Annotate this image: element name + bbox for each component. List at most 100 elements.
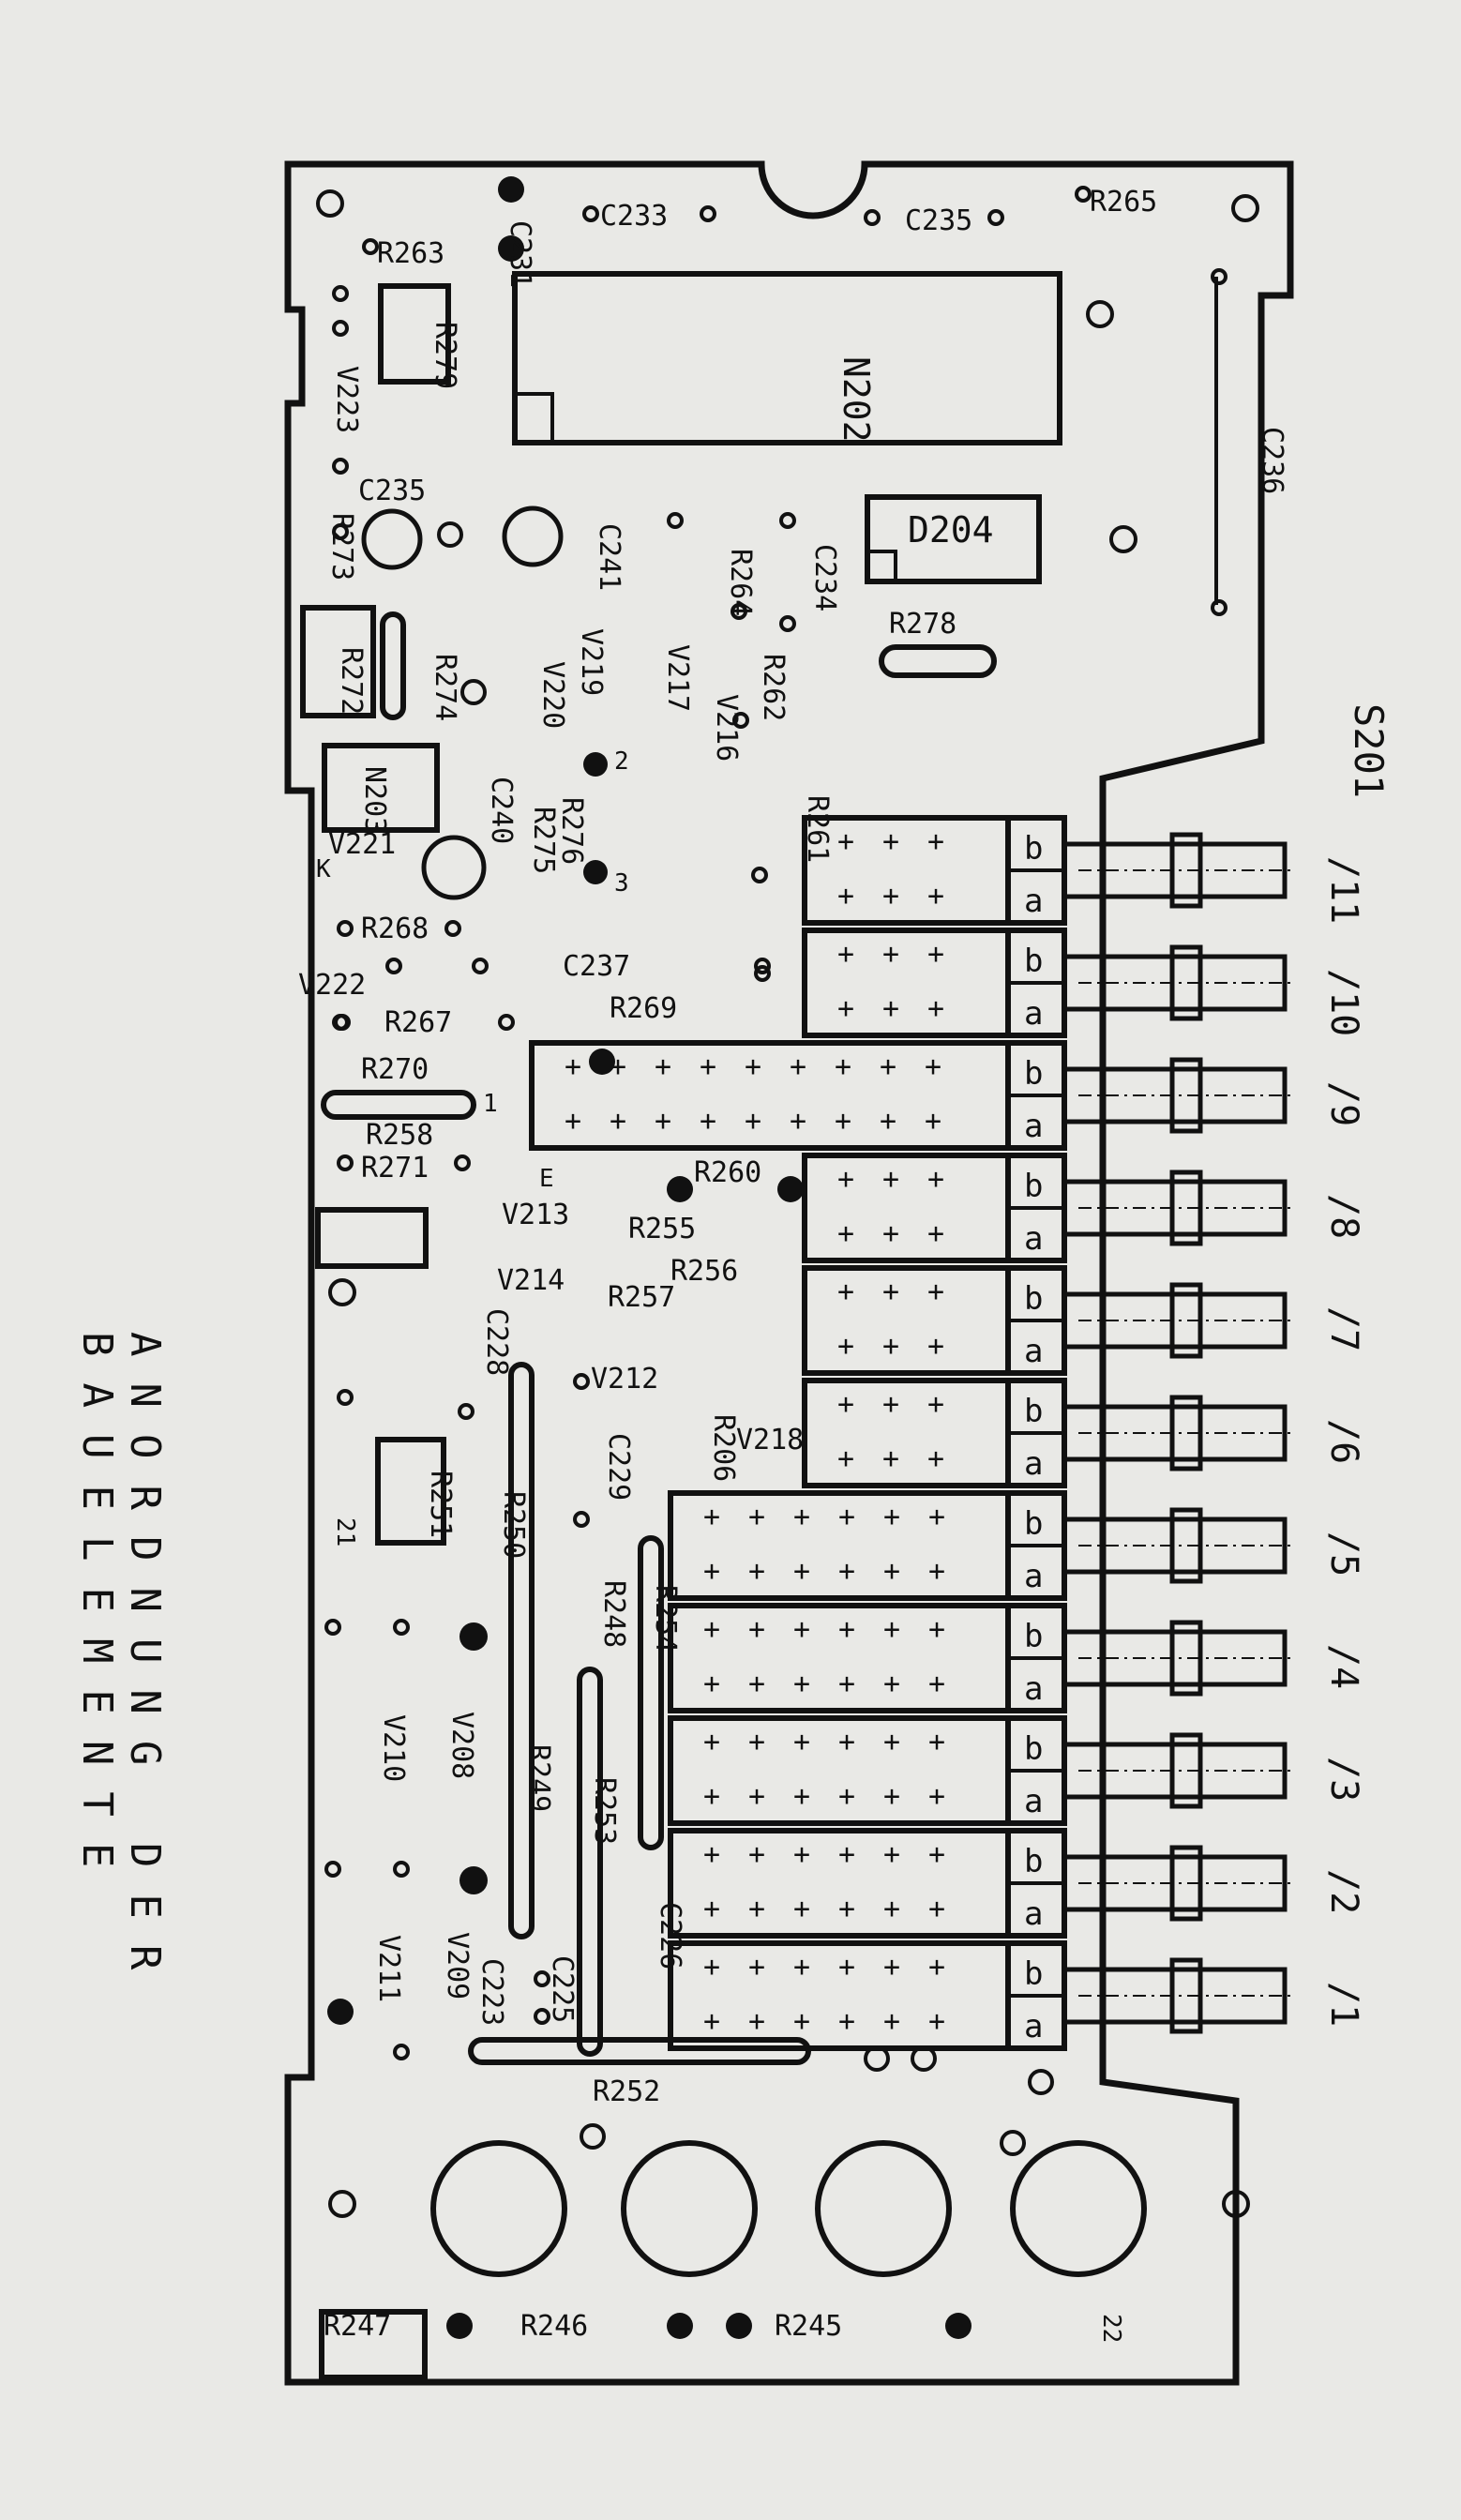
plus-mark: + xyxy=(927,880,944,913)
plus-mark: + xyxy=(883,1726,900,1758)
label-v209: V209 xyxy=(441,1932,474,1999)
switch-contact-a: a xyxy=(1024,1220,1043,1258)
plus-mark: + xyxy=(882,1275,899,1308)
plus-mark: + xyxy=(703,1726,720,1758)
plus-mark: + xyxy=(748,1780,765,1813)
label-r268: R268 xyxy=(361,913,429,945)
label-c240: C240 xyxy=(485,777,518,844)
switch-contact-a: a xyxy=(1024,1783,1043,1820)
label-r278: R278 xyxy=(889,608,956,641)
pin-marks: 1 2 3 E K 21 22 xyxy=(316,747,1125,2343)
switch-row: ++++++ba/8 xyxy=(802,1153,1365,1263)
switch-position-label: /9 xyxy=(1322,1081,1365,1126)
pot-cutouts xyxy=(430,2140,1147,2277)
switch-bank-s201: ++++++ba/11++++++ba/10++++++++++++++++++… xyxy=(529,815,1365,2051)
plus-mark: + xyxy=(925,1050,941,1083)
switch-contact-a: a xyxy=(1024,1333,1043,1370)
label-c231: C231 xyxy=(504,220,536,288)
plus-mark: + xyxy=(655,1050,671,1083)
label-c235-top: C235 xyxy=(905,204,972,237)
board-outline xyxy=(284,160,1294,2386)
label-c228: C228 xyxy=(480,1308,513,1376)
label-c241: C241 xyxy=(593,523,625,591)
pin-mark-21: 21 xyxy=(331,1517,359,1547)
pin-mark-k: K xyxy=(316,855,331,883)
label-r251: R251 xyxy=(424,1471,457,1538)
switch-contact-b: b xyxy=(1024,943,1043,980)
switch-label: S201 xyxy=(1346,703,1392,798)
label-v218: V218 xyxy=(736,1424,804,1456)
plus-mark: + xyxy=(748,1726,765,1758)
label-r279: R279 xyxy=(429,322,461,389)
plus-mark: + xyxy=(700,1050,716,1083)
switch-contact-b: b xyxy=(1024,1280,1043,1318)
long-components xyxy=(321,277,1218,2065)
plus-mark: + xyxy=(703,1501,720,1533)
switch-contact-a: a xyxy=(1024,2008,1043,2045)
switch-row: ++++++++++++ba/4 xyxy=(668,1603,1365,1713)
plus-mark: + xyxy=(793,1780,810,1813)
plus-mark: + xyxy=(838,1501,855,1533)
switch-contact-b: b xyxy=(1024,1618,1043,1655)
label-r274: R274 xyxy=(429,654,461,721)
label-r267: R267 xyxy=(384,1006,452,1039)
plus-mark: + xyxy=(838,1613,855,1646)
label-r257: R257 xyxy=(608,1281,675,1314)
plus-mark: + xyxy=(883,1555,900,1588)
plus-mark: + xyxy=(703,1951,720,1984)
label-v211: V211 xyxy=(372,1935,405,2002)
label-r249: R249 xyxy=(522,1744,555,1812)
plus-mark: + xyxy=(748,1951,765,1984)
switch-row: ++++++ba/11 xyxy=(802,815,1365,926)
plus-mark: + xyxy=(883,1501,900,1533)
switch-position-label: /6 xyxy=(1322,1419,1365,1464)
switch-contact-a: a xyxy=(1024,883,1043,920)
electrolytic-caps xyxy=(361,506,564,900)
plus-mark: + xyxy=(837,1330,854,1363)
ic-d204-label: D204 xyxy=(908,509,994,551)
plus-mark: + xyxy=(838,1667,855,1700)
plus-mark: + xyxy=(928,1951,945,1984)
plus-mark: + xyxy=(703,1667,720,1700)
plus-mark: + xyxy=(835,1105,851,1138)
label-v210: V210 xyxy=(377,1714,410,1782)
plus-mark: + xyxy=(703,1613,720,1646)
plus-mark: + xyxy=(748,1555,765,1588)
plus-mark: + xyxy=(883,1893,900,1925)
switch-contact-a: a xyxy=(1024,1445,1043,1483)
plus-mark: + xyxy=(882,938,899,971)
plus-mark: + xyxy=(837,1442,854,1475)
label-v214: V214 xyxy=(497,1264,565,1297)
label-r262: R262 xyxy=(757,654,790,721)
plus-mark: + xyxy=(928,1838,945,1871)
label-v220: V220 xyxy=(536,661,569,729)
plus-mark: + xyxy=(748,1893,765,1925)
label-r252: R252 xyxy=(593,2075,660,2108)
switch-row: ++++++++++++ba/3 xyxy=(668,1715,1365,1826)
plus-mark: + xyxy=(883,1838,900,1871)
plus-mark: + xyxy=(882,992,899,1025)
plus-mark: + xyxy=(565,1105,581,1138)
switch-contact-a: a xyxy=(1024,1108,1043,1145)
plus-mark: + xyxy=(837,1217,854,1250)
plus-mark: + xyxy=(703,1893,720,1925)
switch-contact-b: b xyxy=(1024,1505,1043,1543)
plus-mark: + xyxy=(837,880,854,913)
component-labels: C231 C233 C235 R265 R263 R279 V223 C236 … xyxy=(298,186,1288,2343)
ic-n203-label: N203 xyxy=(358,766,391,834)
plus-mark: + xyxy=(928,1555,945,1588)
label-r256: R256 xyxy=(670,1255,738,1288)
plus-mark: + xyxy=(703,1555,720,1588)
label-v213: V213 xyxy=(502,1199,569,1231)
plus-mark: + xyxy=(927,992,944,1025)
mounting-holes xyxy=(316,189,1259,2218)
plus-mark: + xyxy=(793,1501,810,1533)
label-r275: R275 xyxy=(527,807,560,874)
plus-mark: + xyxy=(928,1613,945,1646)
label-r264: R264 xyxy=(724,549,757,616)
plus-mark: + xyxy=(927,1388,944,1421)
switch-contact-body xyxy=(802,1378,1011,1488)
plus-mark: + xyxy=(793,1613,810,1646)
switch-contact-b: b xyxy=(1024,1055,1043,1093)
